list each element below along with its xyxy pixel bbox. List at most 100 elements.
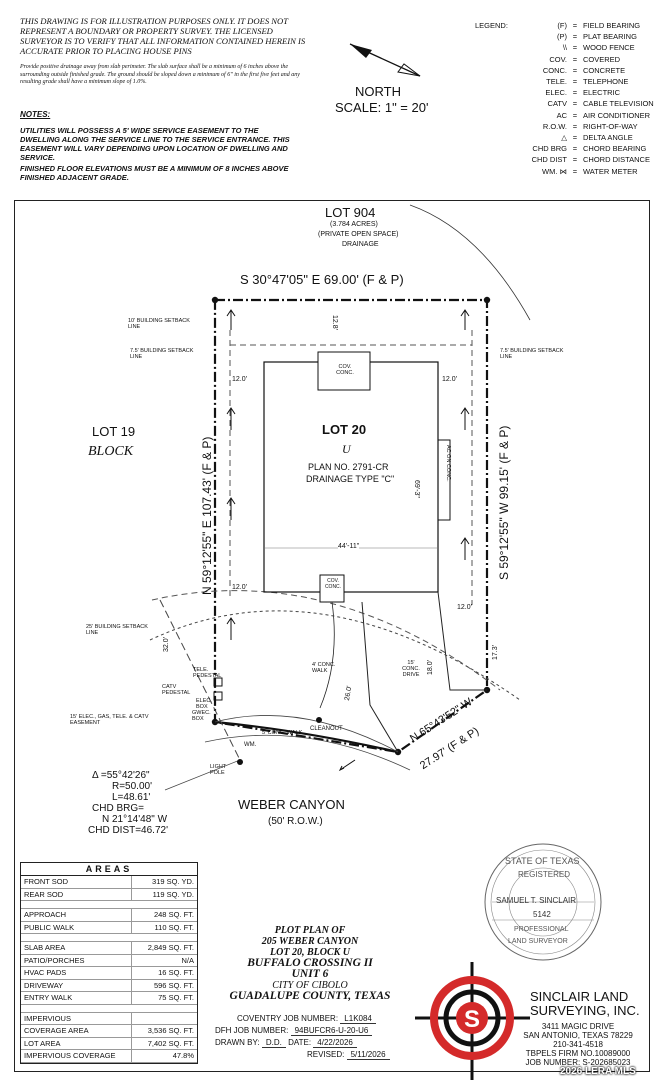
seal-state: STATE OF TEXAS bbox=[505, 856, 580, 866]
drainage-type: DRAINAGE TYPE "C" bbox=[306, 474, 395, 484]
company-address: 3411 MAGIC DRIVE SAN ANTONIO, TEXAS 7822… bbox=[518, 1022, 638, 1067]
legend-code: CHD BRG bbox=[532, 144, 567, 154]
legend-equals: = bbox=[572, 144, 578, 154]
dim-drive: 18.0' bbox=[427, 660, 434, 675]
seal-registered: REGISTERED bbox=[518, 870, 571, 879]
legend-text: PLAT BEARING bbox=[583, 32, 637, 42]
top-bearing: S 30°47'05" E 69.00' (F & P) bbox=[240, 272, 404, 287]
coventry-number: L1K084 bbox=[340, 1014, 376, 1024]
setback-25: 25' BUILDING SETBACK LINE bbox=[86, 624, 148, 636]
areas-value: 248 SQ. FT. bbox=[153, 910, 194, 919]
drawn-by: D.D. bbox=[261, 1038, 286, 1048]
curve-chord-bearing-value: N 21°14'48" W bbox=[102, 814, 168, 825]
legend-text: WOOD FENCE bbox=[583, 43, 635, 53]
drawing-frame bbox=[14, 200, 650, 1072]
lot-boundary bbox=[213, 298, 489, 754]
legend-code: CATV bbox=[547, 99, 567, 109]
address-1: 3411 MAGIC DRIVE bbox=[541, 1022, 615, 1031]
legend-row: (P)=PLAT BEARING bbox=[505, 31, 656, 42]
address-2: SAN ANTONIO, TEXAS 78229 bbox=[523, 1031, 633, 1040]
legend-equals: = bbox=[572, 54, 578, 64]
areas-gap bbox=[21, 934, 197, 942]
areas-row: SLAB AREA 2,849 SQ. FT. bbox=[21, 942, 197, 955]
areas-value bbox=[132, 1013, 197, 1025]
areas-key: REAR SOD bbox=[21, 888, 132, 900]
legend-code: WM. ⋈ bbox=[542, 166, 567, 176]
legend-row: AC=AIR CONDITIONER bbox=[505, 110, 656, 121]
curve-delta: Δ =55°42'26" bbox=[92, 770, 150, 781]
areas-value: N/A bbox=[181, 955, 194, 965]
curve-radius: R=50.00' bbox=[112, 781, 152, 792]
scale-label: SCALE: 1" = 20' bbox=[335, 100, 429, 115]
areas-key: SLAB AREA bbox=[21, 942, 132, 954]
water-meter: WM. bbox=[244, 742, 257, 748]
setback-7-5-right: 7.5' BUILDING SETBACK LINE bbox=[500, 348, 564, 360]
legend-equals: = bbox=[572, 32, 578, 42]
legend-row: CATV=CABLE TELEVISION bbox=[505, 98, 656, 109]
street-row: (50' R.O.W.) bbox=[268, 816, 323, 827]
areas-key: PATIO/PORCHES bbox=[21, 954, 132, 966]
legend-code: COV. bbox=[549, 54, 567, 64]
areas-value: 596 SQ. FT. bbox=[153, 980, 194, 990]
firm-number: TBPELS FIRM NO.10089000 bbox=[525, 1049, 631, 1058]
areas-key: LOT AREA bbox=[21, 1037, 132, 1049]
areas-value: 3,536 SQ. FT. bbox=[147, 1026, 194, 1035]
cleanout: CLEANOUT bbox=[310, 726, 343, 732]
job-number: JOB NUMBER: S-202685023 bbox=[525, 1058, 631, 1067]
areas-key: FRONT SOD bbox=[21, 876, 132, 888]
left-bearing: N 59°12'55" E 107.43' (F & P) bbox=[200, 436, 214, 595]
legend-text: AIR CONDITIONER bbox=[583, 110, 651, 120]
title-line-5: UNIT 6 bbox=[291, 968, 329, 980]
cov-conc-rear: COV. CONC. bbox=[336, 364, 354, 376]
curve-length: L=48.61' bbox=[112, 792, 151, 803]
legend-equals: = bbox=[572, 88, 578, 98]
drawn-label: DRAWN BY: bbox=[215, 1038, 260, 1047]
legend-equals: = bbox=[572, 21, 578, 30]
areas-value: 319 SQ. YD. bbox=[152, 877, 194, 886]
legend-code: AC bbox=[556, 110, 567, 120]
legend-text: CABLE TELEVISION bbox=[583, 99, 654, 109]
lot904-open-space: (PRIVATE OPEN SPACE) bbox=[318, 231, 399, 238]
ac-pad: AC ON CONC. bbox=[445, 445, 451, 482]
note-utilities: UTILITIES WILL POSSESS A 5' WIDE SERVICE… bbox=[20, 126, 290, 162]
legend-text: CHORD BEARING bbox=[583, 144, 647, 154]
company-name: SINCLAIR LAND SURVEYING, INC. bbox=[530, 990, 640, 1018]
legend-equals: = bbox=[572, 121, 578, 131]
legend-text: FIELD BEARING bbox=[583, 21, 641, 30]
legend-equals: = bbox=[572, 77, 578, 87]
lot904-drainage: DRAINAGE bbox=[342, 241, 379, 248]
curve-chord-distance: CHD DIST=46.72' bbox=[88, 825, 168, 836]
legend-row: (F) = FIELD BEARING bbox=[505, 20, 656, 31]
legend-code: (F) bbox=[557, 21, 567, 30]
areas-row: IMPERVIOUS bbox=[21, 1012, 197, 1025]
setback-10: 10' BUILDING SETBACK LINE bbox=[128, 318, 190, 330]
title-line-2: 205 WEBER CANYON bbox=[261, 936, 359, 947]
disclaimer-text: THIS DRAWING IS FOR ILLUSTRATION PURPOSE… bbox=[20, 16, 306, 56]
legend-row: TELE.=TELEPHONE bbox=[505, 76, 656, 87]
title-block: PLOT PLAN OF 205 WEBER CANYON LOT 20, BL… bbox=[220, 925, 400, 1002]
dfh-label: DFH JOB NUMBER: bbox=[215, 1026, 289, 1035]
legend-text: COVERED bbox=[583, 54, 621, 64]
elec-box: ELEC. BOX bbox=[196, 698, 212, 710]
areas-value: 47.8% bbox=[172, 1051, 194, 1060]
legend-text: DELTA ANGLE bbox=[583, 133, 633, 143]
job-info: COVENTRY JOB NUMBER: L1K084 DFH JOB NUMB… bbox=[215, 1013, 390, 1061]
title-line-6: CITY OF CIBOLO bbox=[272, 980, 348, 991]
legend-code: CONC. bbox=[542, 65, 567, 75]
revised-label: REVISED: bbox=[307, 1050, 345, 1059]
conc-walk-4: 4' CONC. WALK bbox=[312, 662, 336, 674]
utility-easement: 15' ELEC., GAS, TELE. & CATV EASEMENT bbox=[70, 714, 149, 726]
areas-title: AREAS bbox=[21, 863, 197, 876]
north-label: NORTH bbox=[355, 84, 401, 99]
title-line-3: LOT 20, BLOCK U bbox=[270, 947, 350, 958]
areas-value: 2,849 SQ. FT. bbox=[147, 943, 194, 952]
areas-value: 7,402 SQ. FT. bbox=[147, 1038, 194, 1048]
date-label: DATE: bbox=[288, 1038, 312, 1047]
lot904-boundary bbox=[409, 204, 531, 321]
